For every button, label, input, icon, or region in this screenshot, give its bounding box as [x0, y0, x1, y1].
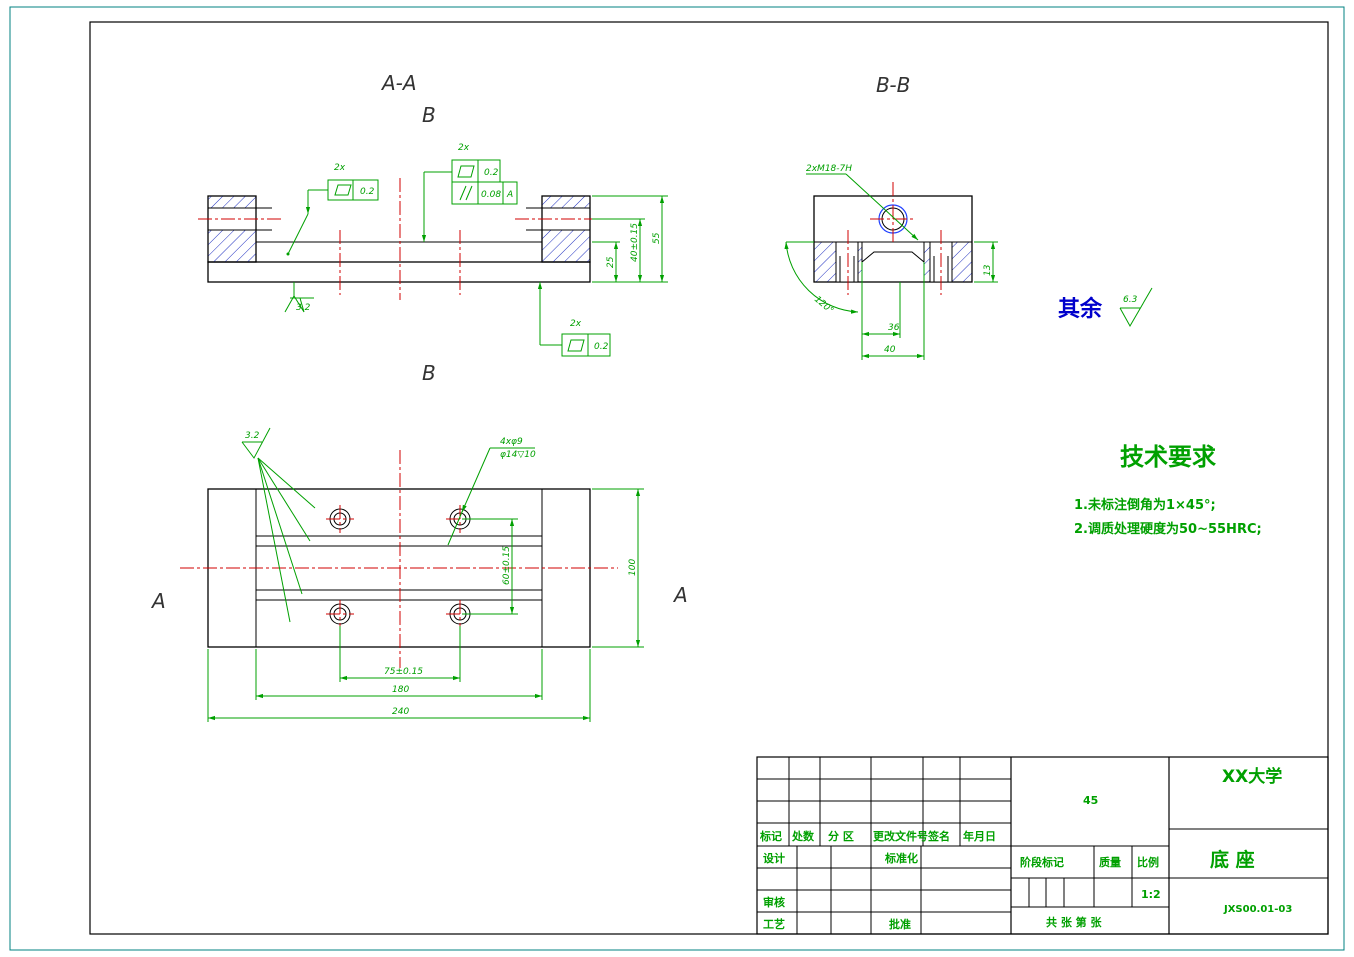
- outer-border: [9, 6, 1345, 951]
- dim-40b: 40: [884, 345, 896, 355]
- aa-right-hatch-top: [541, 195, 591, 209]
- tb-date: 年月日: [963, 829, 996, 843]
- tb-drawing-no: JXS00.01-03: [1223, 904, 1292, 915]
- tb-material: 45: [1083, 794, 1098, 807]
- technical-requirements: 技术要求 1.未标注倒角为1×45°; 2.调质处理硬度为50~55HRC;: [1074, 443, 1262, 537]
- tb-sheets: 共 张 第 张: [1046, 915, 1102, 929]
- label-section-aa: A-A: [380, 71, 417, 95]
- rest-label: 其余: [1058, 296, 1103, 322]
- tb-design: 设计: [763, 851, 785, 865]
- dim-40: 40±0.15: [630, 223, 640, 262]
- dim-25: 25: [606, 256, 616, 268]
- tb-mass: 质量: [1099, 855, 1121, 869]
- title-block: 标记 处数 分 区 更改文件号 签名 年月日 设计 标准化 审核 工艺 批准 4…: [756, 756, 1329, 935]
- svg-text:0.2: 0.2: [594, 342, 609, 352]
- flatness-icon-2: [457, 165, 475, 178]
- tech-item-1: 1.未标注倒角为1×45°;: [1074, 497, 1216, 513]
- tb-doc: 更改文件号: [873, 829, 928, 843]
- roughness-63: 6.3: [1123, 295, 1138, 305]
- roughness-symbol: [284, 295, 305, 313]
- tb-process: 工艺: [763, 917, 785, 931]
- label-cut-b-top: B: [422, 103, 436, 127]
- inner-border: [89, 21, 1329, 935]
- svg-text:0.2: 0.2: [484, 168, 499, 178]
- thread-callout: 2xM18-7H: [806, 164, 852, 174]
- tb-org: XX大学: [1222, 766, 1282, 787]
- flatness-icon-3: [567, 339, 585, 352]
- aa-left-hatch-top: [207, 195, 257, 209]
- label-cut-a-right: A: [672, 583, 688, 607]
- tol1-count: 2x: [334, 163, 346, 173]
- dim-180: 180: [392, 685, 409, 695]
- tb-ratio: 比例: [1137, 855, 1159, 869]
- hole-top-left: [326, 505, 354, 533]
- aa-base: [207, 261, 591, 283]
- label-cut-b-bottom: B: [422, 361, 436, 385]
- tb-standard: 标准化: [884, 851, 918, 865]
- dim-240: 240: [392, 707, 409, 717]
- holes-counterbore: φ14▽10: [500, 450, 536, 460]
- dim-36: 36: [888, 323, 900, 333]
- flatness-icon: [334, 184, 352, 196]
- tb-stage: 阶段标记: [1020, 855, 1064, 869]
- tb-count: 处数: [791, 829, 815, 843]
- tb-mark: 标记: [759, 829, 782, 843]
- tb-part-name: 底 座: [1210, 848, 1255, 871]
- svg-text:0.08: 0.08: [481, 190, 501, 200]
- tol3-count: 2x: [570, 319, 582, 329]
- dim-angle: 120°: [812, 295, 835, 317]
- svg-text:A: A: [506, 190, 513, 200]
- tol2-count: 2x: [458, 143, 470, 153]
- view-section-bb: B-B 2xM18-7H 120° 36 40 13: [784, 73, 998, 360]
- holes-callout: 4xφ9: [500, 437, 523, 447]
- tech-title: 技术要求: [1120, 443, 1216, 471]
- tech-item-2: 2.调质处理硬度为50~55HRC;: [1074, 521, 1262, 537]
- tb-scale: 1:2: [1141, 888, 1161, 901]
- dim-55: 55: [652, 232, 662, 244]
- label-section-bb: B-B: [876, 73, 910, 97]
- svg-text:0.2: 0.2: [360, 187, 375, 197]
- tb-review: 审核: [763, 895, 785, 909]
- roughness-32-aa: 3.2: [296, 303, 311, 313]
- aa-left-hatch-bot: [207, 229, 257, 263]
- hole-bottom-left: [326, 600, 354, 628]
- dim-60: 60±0.15: [502, 546, 512, 585]
- view-plan: B A A: [150, 361, 688, 722]
- dim-75: 75±0.15: [384, 667, 423, 677]
- aa-right-hatch-bot: [541, 229, 591, 263]
- tb-zone: 分 区: [828, 829, 854, 843]
- dim-13: 13: [983, 264, 993, 276]
- roughness-32-plan: 3.2: [245, 431, 260, 441]
- view-section-aa: A-A B 55 40±0.15 25 2x: [198, 71, 668, 357]
- tb-approve: 批准: [889, 917, 911, 931]
- rest-roughness-note: 其余 6.3: [1058, 287, 1153, 328]
- label-cut-a-left: A: [150, 589, 166, 613]
- parallel-icon: [459, 185, 467, 201]
- dim-100: 100: [628, 559, 638, 576]
- tb-sign: 签名: [927, 829, 950, 843]
